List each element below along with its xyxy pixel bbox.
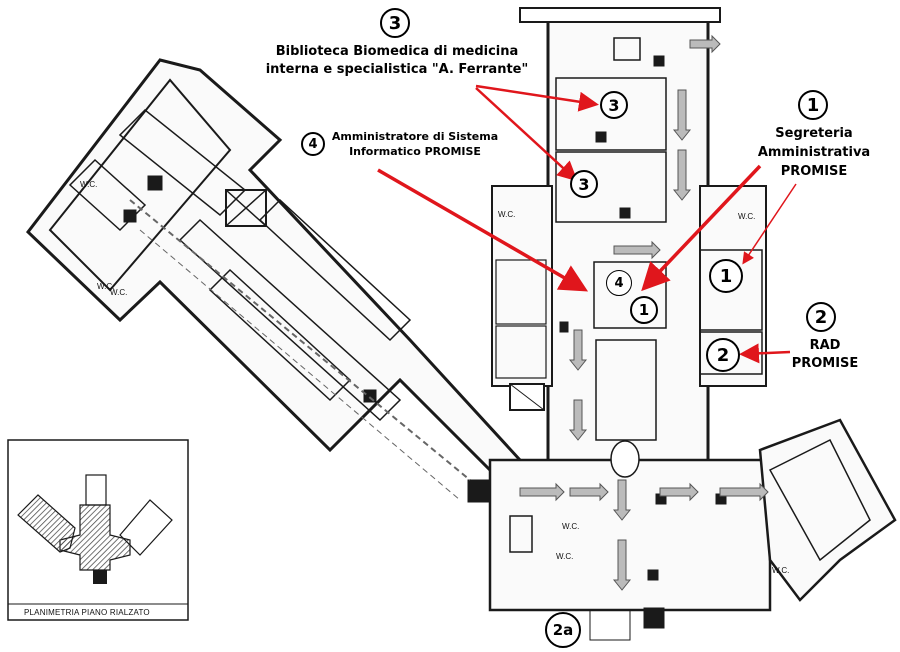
wc-label: W.C. [556,552,574,561]
segreteria-number-badge: 1 [798,90,828,120]
wc-label: W.C. [738,212,756,221]
room-marker-segreteria-right: 1 [709,259,743,293]
biblioteca-title-line2: interna e specialistica "A. Ferrante" [265,62,529,77]
wc-label: W.C. [498,210,516,219]
biblioteca-number-badge: 3 [380,8,410,38]
rad-number-badge: 2 [806,302,836,332]
segreteria-title-line3: PROMISE [780,164,848,179]
left-wing [25,58,523,503]
corridor-arrows [519,34,769,591]
rad-title-line1: RAD [809,338,841,353]
room-marker-biblioteca-lower: 3 [570,170,598,198]
room-marker-biblioteca-upper: 3 [600,91,628,119]
amministratore-title-line1: Amministratore di Sistema [331,130,499,143]
wc-label: W.C. [562,522,580,531]
wc-label: W.C. [772,566,790,575]
rad-title-line2: PROMISE [791,356,859,371]
amministratore-title-line2: Informatico PROMISE [349,145,481,158]
inset-caption: PLANIMETRIA PIANO RIALZATO [24,608,150,617]
right-wing [758,418,897,602]
central-block [488,7,772,641]
entrance-badge: 2a [545,612,581,648]
segreteria-title-line2: Amministrativa [757,145,871,160]
room-marker-segreteria-small: 1 [630,296,658,324]
room-marker-rad: 2 [706,338,740,372]
biblioteca-title-line1: Biblioteca Biomedica di medicina [275,44,519,59]
room-marker-amministratore: 4 [606,270,632,296]
amministratore-number-badge: 4 [301,132,325,156]
wc-label: W.C. [110,288,128,297]
red-arrows [377,84,797,364]
wc-label: W.C. [97,282,115,291]
segreteria-title-line1: Segreteria [775,126,853,141]
inset-map [7,439,189,621]
left-corridor [129,199,471,501]
wc-label: W.C. [80,180,98,189]
